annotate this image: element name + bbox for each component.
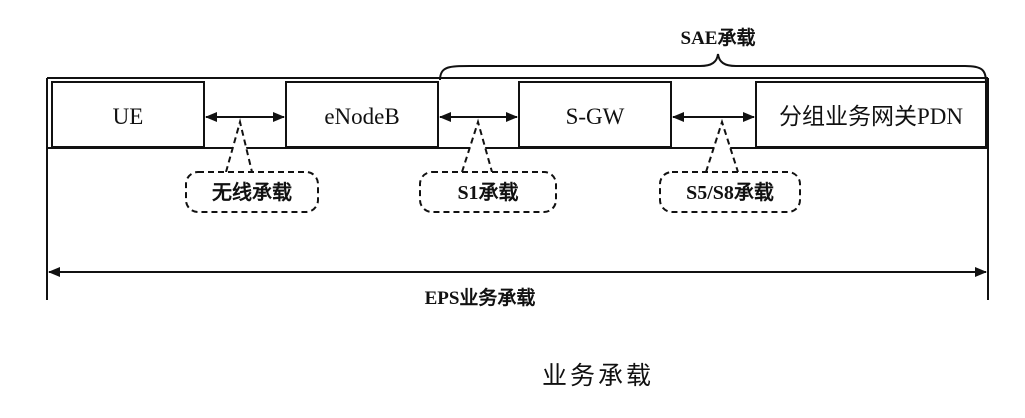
ue-node: UE bbox=[51, 81, 205, 148]
s5-s8-bearer-callout bbox=[659, 118, 801, 213]
s1-bearer-callout bbox=[419, 118, 557, 213]
pdn-gateway-label: 分组业务网关PDN bbox=[779, 104, 963, 129]
figure-caption: 业务承载 bbox=[542, 362, 654, 390]
sae-bearer-label: SAE承载 bbox=[681, 26, 756, 49]
ue-label: UE bbox=[113, 104, 144, 129]
radio-bearer-callout bbox=[185, 118, 319, 213]
enodeb-node: eNodeB bbox=[285, 81, 439, 148]
sgw-node: S-GW bbox=[518, 81, 672, 148]
pdn-gateway-node: 分组业务网关PDN bbox=[755, 81, 987, 148]
radio-bearer-label: 无线承载 bbox=[212, 180, 292, 204]
sae-bearer-brace bbox=[439, 53, 987, 83]
enodeb-label: eNodeB bbox=[324, 104, 399, 129]
s1-bearer-label: S1承载 bbox=[457, 180, 518, 204]
eps-bearer-label: EPS业务承载 bbox=[425, 286, 536, 309]
sgw-label: S-GW bbox=[566, 104, 625, 129]
s5-s8-bearer-label: S5/S8承载 bbox=[686, 180, 774, 204]
